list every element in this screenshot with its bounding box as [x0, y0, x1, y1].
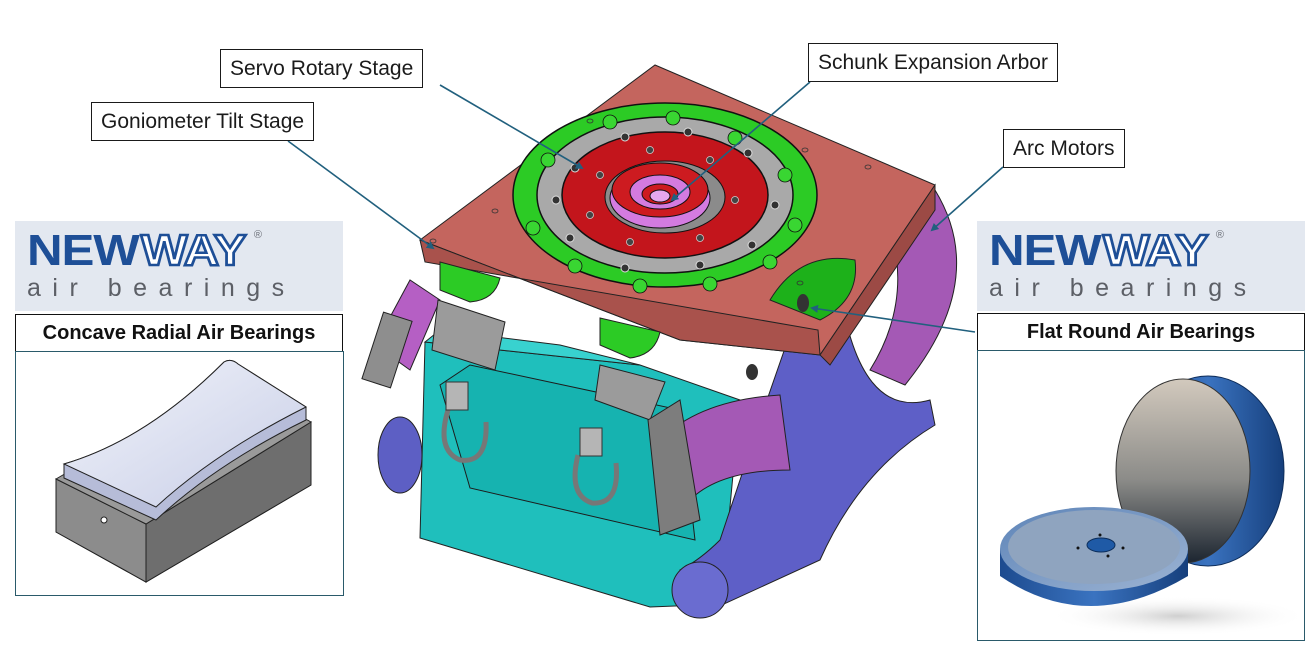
leader-schunk-expansion-arbor	[670, 81, 811, 202]
callout-goniometer-tilt-stage: Goniometer Tilt Stage	[91, 102, 315, 141]
newway-logo-right: NEW WAY ® air bearings	[977, 221, 1305, 311]
logo-brand-bold: NEW	[989, 226, 1102, 275]
callout-schunk-expansion-arbor: Schunk Expansion Arbor	[808, 43, 1058, 82]
leader-flat-round-air-bearings	[810, 304, 976, 333]
logo-brand-outline: WAY	[139, 226, 247, 275]
leader-arc-motors	[930, 166, 1004, 232]
logo-brand-outline: WAY	[1101, 226, 1209, 275]
logo-brand-bold: NEW	[27, 226, 140, 275]
title-concave-radial-air-bearings: Concave Radial Air Bearings	[15, 314, 343, 352]
logo-tagline: air bearings	[989, 274, 1258, 302]
callout-arc-motors: Arc Motors	[1003, 129, 1125, 168]
registered-mark: ®	[1215, 229, 1224, 241]
flat-round-bearings-illustration	[1000, 375, 1304, 636]
registered-mark: ®	[253, 229, 262, 241]
newway-logo-left: NEW WAY ® air bearings	[15, 221, 343, 311]
image-concave-radial-air-bearing	[15, 351, 344, 596]
callout-servo-rotary-stage: Servo Rotary Stage	[220, 49, 424, 88]
leader-servo-rotary-stage	[439, 84, 584, 170]
leader-goniometer-tilt-stage	[287, 140, 435, 250]
title-flat-round-air-bearings: Flat Round Air Bearings	[977, 313, 1305, 351]
concave-bearing-illustration	[54, 359, 312, 583]
image-flat-round-air-bearings	[977, 350, 1305, 641]
logo-tagline: air bearings	[27, 274, 296, 302]
